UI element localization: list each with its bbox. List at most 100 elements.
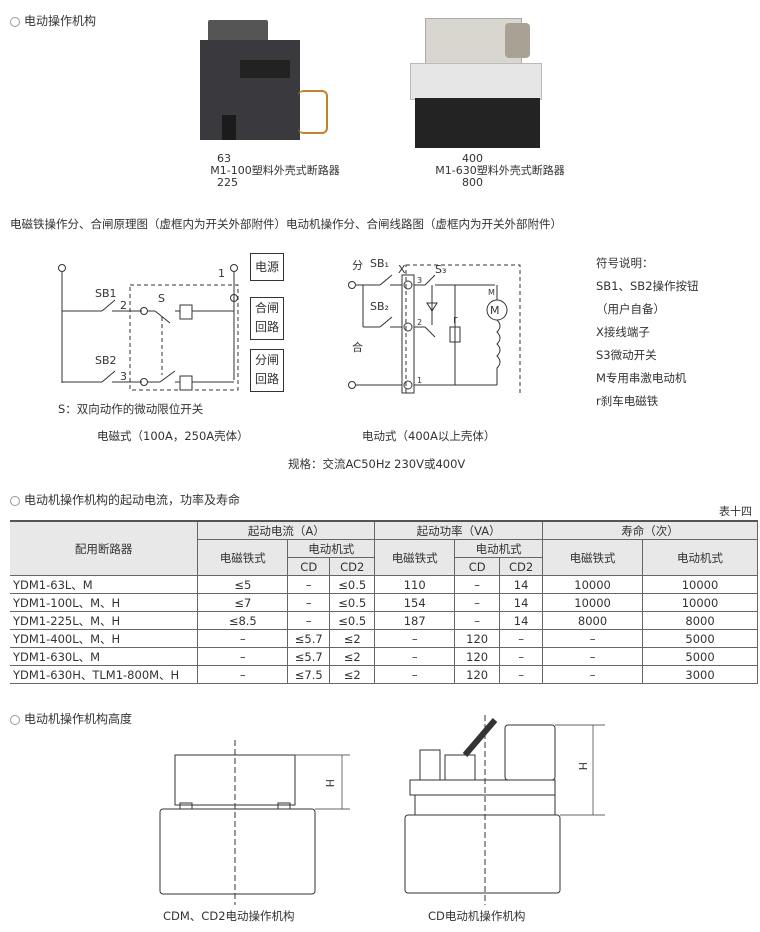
header-start-power: 起动功率（VA） xyxy=(374,520,544,540)
photo2-rating-max: 800 xyxy=(462,176,483,189)
legend-item: SB1、SB2操作按钮 xyxy=(596,279,699,293)
electromagnetic-circuit-diagram: SB1 SB2 S 1 2 3 xyxy=(58,264,239,391)
right-diagram-caption: 电动式（400A以上壳体） xyxy=(362,429,496,443)
table-cell: – xyxy=(197,665,289,684)
table-cell: – xyxy=(454,593,501,612)
header-power-cd2: CD2 xyxy=(499,557,544,576)
breaker-model-cell: YDM1-630L、M xyxy=(10,647,199,666)
symbol-legend: 符号说明： SB1、SB2操作按钮 （用户自备） X接线端子 S3微动开关 M专… xyxy=(596,255,699,416)
table-cell: – xyxy=(499,629,544,648)
table-cell: 187 xyxy=(374,611,456,630)
header-breaker: 配用断路器 xyxy=(10,520,199,576)
table-cell: – xyxy=(374,647,456,666)
table-cell: – xyxy=(287,611,331,630)
photo1-caption: 63 M1-100塑料外壳式断路器 225 xyxy=(175,153,375,189)
header-life: 寿命（次） xyxy=(542,520,758,540)
table-cell: – xyxy=(499,665,544,684)
table-cell: ≤8.5 xyxy=(197,611,289,630)
height-label: H xyxy=(576,762,589,770)
label-terminal-2: 2 xyxy=(417,318,422,327)
breaker-model-cell: YDM1-630H、TLM1-800M、H xyxy=(10,665,199,684)
table-cell: – xyxy=(542,629,644,648)
header-current-em: 电磁铁式 xyxy=(197,539,289,576)
header-power-cd: CD xyxy=(454,557,501,576)
cd-height-drawing: H xyxy=(404,715,605,905)
motor-circuit-diagram: 分 合 SB₁ SB₂ X S₃ M M r 1 2 3 xyxy=(348,257,521,395)
caption-cdm-cd2: CDM、CD2电动操作机构 xyxy=(163,909,295,923)
legend-item: r刹车电磁铁 xyxy=(596,394,659,408)
header-life-em: 电磁铁式 xyxy=(542,539,644,576)
table-cell: 8000 xyxy=(542,611,644,630)
label-close: 合 xyxy=(352,340,363,354)
table-cell: 120 xyxy=(454,647,501,666)
photo2-caption: 400 M1-630塑料外壳式断路器 800 xyxy=(400,153,600,189)
photo1-rating-max: 225 xyxy=(217,176,238,189)
caption-cd: CD电动机操作机构 xyxy=(428,909,526,923)
table-cell: ≤7.5 xyxy=(287,665,331,684)
bullet-icon xyxy=(10,714,20,725)
specification-text: 规格：交流AC50Hz 230V或400V xyxy=(288,457,466,471)
box-close-circuit: 合闸回路 xyxy=(250,297,284,340)
left-diagram-caption: 电磁式（100A，250A壳体） xyxy=(97,429,249,443)
table-cell: ≤0.5 xyxy=(329,611,376,630)
label-x: X xyxy=(398,263,406,276)
breaker-model-cell: YDM1-225L、M、H xyxy=(10,611,199,630)
section-title-electric-operation: 电动操作机构 xyxy=(10,12,96,29)
table-cell: 10000 xyxy=(542,575,644,594)
label-sb1: SB1 xyxy=(95,287,117,300)
table-cell: – xyxy=(287,593,331,612)
section-title-text: 电动机操作机构高度 xyxy=(24,712,133,726)
header-power-em: 电磁铁式 xyxy=(374,539,456,576)
label-terminal-3: 3 xyxy=(417,276,422,285)
motor-symbol: M xyxy=(490,304,500,317)
table-cell: ≤2 xyxy=(329,647,376,666)
label-terminal-1: 1 xyxy=(218,267,225,280)
box-power: 电源 xyxy=(250,253,284,281)
section-title-text: 电动机操作机构的起动电流，功率及寿命 xyxy=(24,493,241,507)
label-sb2: SB2 xyxy=(95,354,117,367)
table-cell: 8000 xyxy=(642,611,758,630)
diagram-heading: 电磁铁操作分、合闸原理图（虚框内为开关外部附件）电动机操作分、合闸线路图（虚框内… xyxy=(10,217,562,231)
label-s: S xyxy=(158,292,165,305)
breaker-model-cell: YDM1-63L、M xyxy=(10,575,199,594)
table-cell: 5000 xyxy=(642,629,758,648)
table-cell: 10000 xyxy=(642,575,758,594)
legend-item: S3微动开关 xyxy=(596,348,657,362)
legend-item: M专用串激电动机 xyxy=(596,371,687,385)
table-cell: 5000 xyxy=(642,647,758,666)
table-cell: 120 xyxy=(454,629,501,648)
operation-specs-table: 配用断路器 起动电流（A） 起动功率（VA） 寿命（次） 电磁铁式 电动机式 电… xyxy=(10,520,758,684)
box-open-circuit: 分闸回路 xyxy=(250,349,284,392)
label-r: r xyxy=(453,313,458,326)
header-current-cd: CD xyxy=(287,557,331,576)
legend-title: 符号说明： xyxy=(596,256,654,270)
table-cell: ≤0.5 xyxy=(329,575,376,594)
height-label: H xyxy=(323,779,336,787)
table-cell: ≤0.5 xyxy=(329,593,376,612)
label-s3: S₃ xyxy=(435,263,446,276)
m1-630-breaker-photo xyxy=(405,18,545,148)
table-cell: 3000 xyxy=(642,665,758,684)
table-cell: ≤2 xyxy=(329,629,376,648)
label-terminal-3: 3 xyxy=(120,370,127,383)
table-cell: – xyxy=(542,665,644,684)
photo1-model: M1-100塑料外壳式断路器 xyxy=(210,164,340,177)
table-cell: 10000 xyxy=(542,593,644,612)
label-sb1: SB₁ xyxy=(370,257,389,270)
table-cell: ≤5.7 xyxy=(287,647,331,666)
table-cell: ≤2 xyxy=(329,665,376,684)
table-row: YDM1-400L、M、H–≤5.7≤2–120––5000 xyxy=(10,629,758,648)
header-current-motor: 电动机式 xyxy=(287,539,376,558)
table-row: YDM1-630L、M–≤5.7≤2–120––5000 xyxy=(10,647,758,666)
table-row: YDM1-630H、TLM1-800M、H–≤7.5≤2–120––3000 xyxy=(10,665,758,684)
section-title-text: 电动操作机构 xyxy=(24,14,97,28)
header-power-motor: 电动机式 xyxy=(454,539,544,558)
box-power-label: 电源 xyxy=(254,260,279,274)
table-cell: ≤5 xyxy=(197,575,289,594)
breaker-model-cell: YDM1-100L、M、H xyxy=(10,593,199,612)
